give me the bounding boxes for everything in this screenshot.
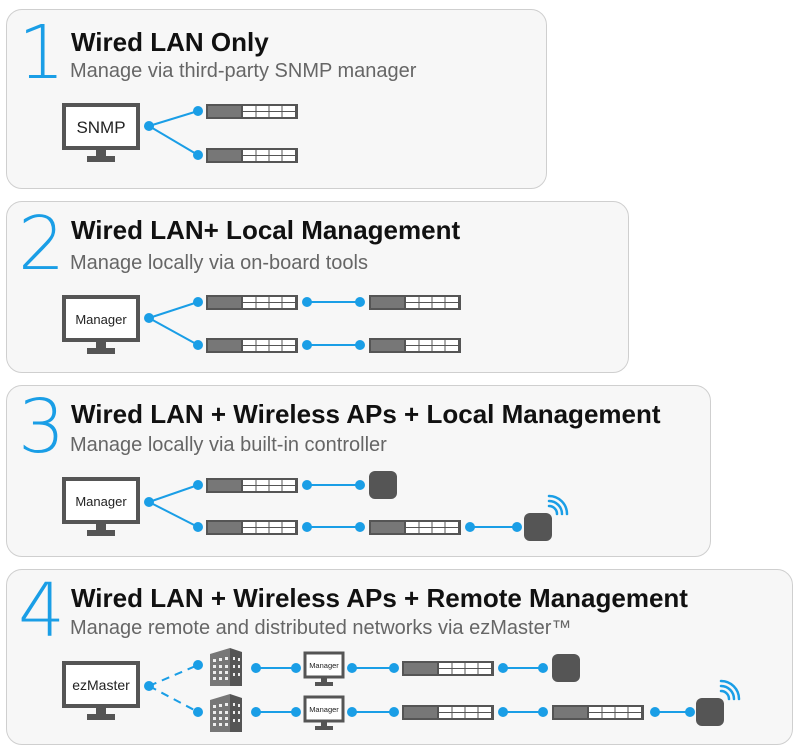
scenario-subtitle-3: Manage locally via built-in controller	[70, 434, 387, 456]
monitor-icon	[62, 103, 140, 162]
site-manager-label-2: Manager	[309, 705, 339, 714]
scenario-title-3: Wired LAN + Wireless APs + Local Managem…	[71, 399, 661, 429]
monitor-icon	[62, 661, 140, 720]
scenario-title-4: Wired LAN + Wireless APs + Remote Manage…	[71, 583, 688, 613]
monitor-icon	[62, 295, 140, 354]
monitor-icon	[303, 695, 345, 730]
site-manager-label-1: Manager	[309, 661, 339, 670]
scenario-subtitle-4: Manage remote and distributed networks v…	[70, 617, 572, 639]
scenario-subtitle-1: Manage via third-party SNMP manager	[70, 60, 417, 82]
scenario-number-4: 4	[18, 568, 66, 654]
manager-label-1: SNMP	[76, 118, 125, 137]
scenario-card-4	[6, 569, 793, 745]
scenario-title-1: Wired LAN Only	[71, 27, 269, 57]
scenario-title-2: Wired LAN+ Local Management	[71, 215, 461, 245]
monitor-icon	[62, 477, 140, 536]
manager-label-2: Manager	[75, 312, 127, 327]
manager-label-4: ezMaster	[72, 677, 130, 693]
scenario-number-3: 3	[18, 384, 66, 470]
scenario-number-2: 2	[18, 201, 66, 287]
manager-label-3: Manager	[75, 494, 127, 509]
scenario-number-1: 1	[18, 10, 66, 96]
diagram-1	[148, 110, 199, 156]
monitor-icon	[303, 651, 345, 686]
scenario-subtitle-2: Manage locally via on-board tools	[70, 252, 368, 274]
